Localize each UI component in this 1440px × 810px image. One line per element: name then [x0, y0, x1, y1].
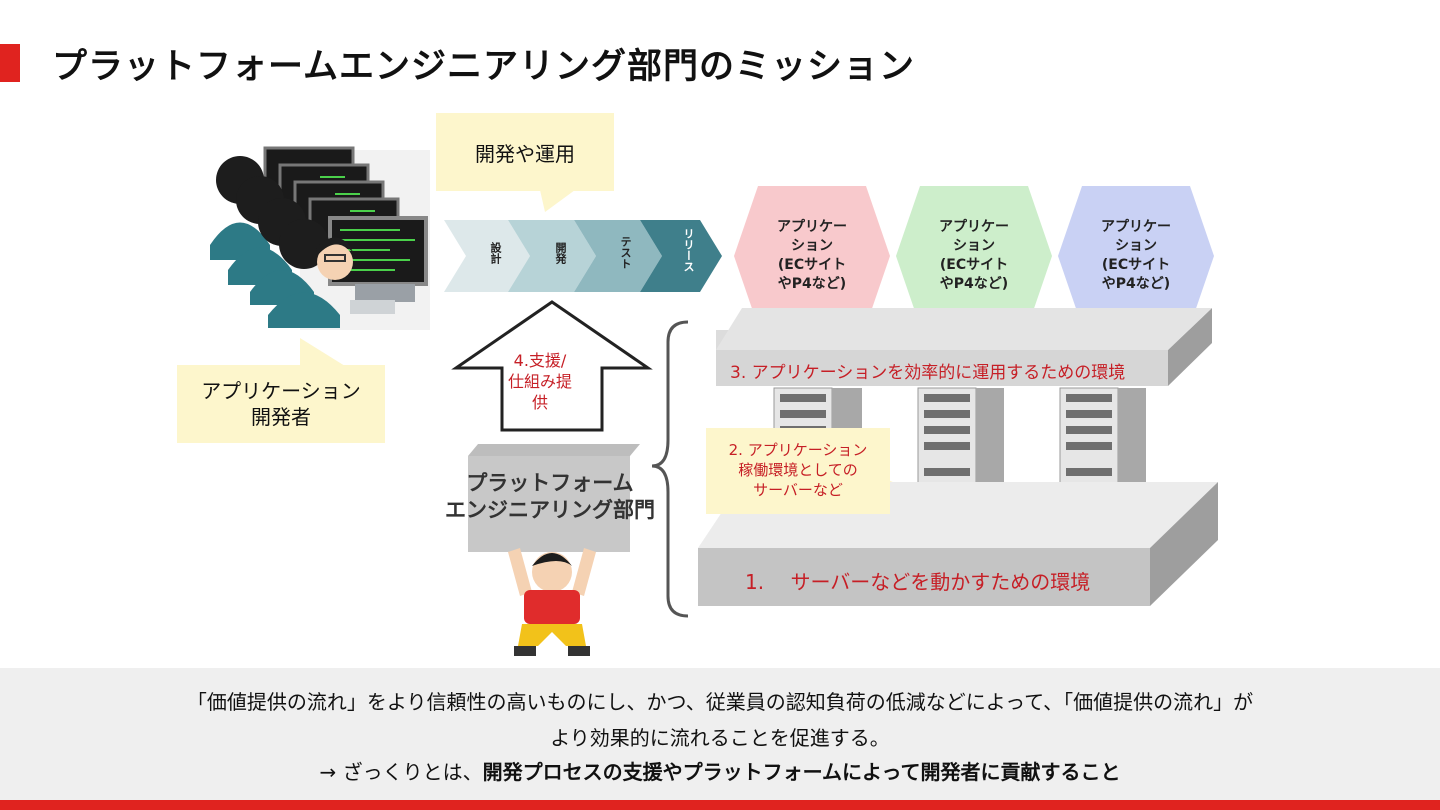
footer-band	[0, 668, 1440, 800]
pipeline-step-design-chevron	[444, 220, 530, 292]
platform-team-line1: プラットフォーム	[466, 471, 634, 495]
server-callout-line1: 2. アプリケーション	[728, 441, 868, 459]
platform-brace	[651, 320, 689, 618]
app-1-line3: (ECサイト	[777, 257, 847, 273]
support-line2: 仕組み提	[507, 372, 572, 391]
footer-line3-emphasis: 開発プロセスの支援やプラットフォームによって開発者に貢献すること	[482, 760, 1121, 784]
slide-title: プラットフォームエンジニアリング部門のミッション	[52, 47, 915, 87]
platform-team-line2: エンジニアリング部門	[445, 498, 655, 522]
footer-line1: 「価値提供の流れ」をより信頼性の高いものにし、かつ、従業員の認知負荷の低減などに…	[186, 690, 1254, 714]
support-arrow-label: 4.支援/ 仕組み提 供	[505, 350, 575, 413]
app-1-line1: アプリケー	[777, 219, 847, 235]
footer-line3-prefix: → ざっくりとは、	[319, 760, 483, 784]
pipeline	[444, 220, 722, 292]
app-hexagon-3-label: アプリケー ション (ECサイト やP4など)	[1076, 218, 1196, 294]
app-developer-callout-line1: アプリケーション	[201, 379, 361, 403]
app-developer-callout: アプリケーション 開発者	[177, 365, 385, 443]
lifter-illustration	[508, 548, 596, 656]
support-line3: 供	[531, 393, 548, 412]
dev-ops-callout: 開発や運用	[436, 113, 614, 191]
support-arrow	[451, 300, 653, 432]
app-1-line2: ション	[791, 238, 833, 254]
layer3-platform	[716, 308, 1212, 386]
platform-team-label: プラットフォーム エンジニアリング部門	[420, 470, 680, 524]
app-developer-callout-line2: 開発者	[251, 405, 311, 429]
server-callout: 2. アプリケーション 稼働環境としての サーバーなど	[706, 428, 890, 514]
platform-box	[468, 456, 630, 552]
app-dev-callout-tail	[300, 338, 345, 366]
pipeline-step-dev: 開発	[554, 242, 567, 264]
pipeline-step-test: テスト	[619, 236, 632, 269]
pipeline-step-release-chevron	[640, 220, 722, 292]
server-callout-line2: 稼働環境としての	[738, 461, 858, 479]
title-accent-bar	[0, 44, 20, 82]
pipeline-step-release: リリース	[682, 228, 695, 272]
app-3-line3: (ECサイト	[1101, 257, 1171, 273]
footer-line3: → ざっくりとは、開発プロセスの支援やプラットフォームによって開発者に貢献するこ…	[0, 756, 1440, 785]
pipeline-step-test-chevron	[574, 220, 662, 292]
app-2-line1: アプリケー	[939, 219, 1009, 235]
app-hexagon-1	[734, 186, 890, 326]
app-3-line1: アプリケー	[1101, 219, 1171, 235]
pipeline-step-dev-chevron	[508, 220, 596, 292]
app-3-line4: やP4など)	[1101, 276, 1171, 292]
app-hexagon-3	[1058, 186, 1214, 326]
app-hexagon-1-label: アプリケー ション (ECサイト やP4など)	[752, 218, 872, 294]
app-1-line4: やP4など)	[777, 276, 847, 292]
layer1-label: 1. サーバーなどを動かすための環境	[745, 570, 1091, 594]
platform-box-top	[468, 444, 640, 456]
app-2-line2: ション	[953, 238, 995, 254]
developers-illustration	[210, 146, 430, 330]
app-3-line2: ション	[1115, 238, 1157, 254]
layer3-label: 3. アプリケーションを効率的に運用するための環境	[730, 363, 1126, 383]
app-2-line3: (ECサイト	[939, 257, 1009, 273]
pipeline-step-design: 設計	[489, 242, 502, 264]
dev-ops-callout-tail	[540, 190, 575, 212]
footer-accent-bar	[0, 800, 1440, 810]
app-2-line4: やP4など)	[939, 276, 1009, 292]
app-hexagon-2	[896, 186, 1052, 326]
app-hexagon-2-label: アプリケー ション (ECサイト やP4など)	[914, 218, 1034, 294]
support-line1: 4.支援/	[513, 351, 567, 370]
server-callout-line3: サーバーなど	[753, 481, 843, 499]
footer-line2: より効果的に流れることを促進する。	[550, 726, 890, 750]
